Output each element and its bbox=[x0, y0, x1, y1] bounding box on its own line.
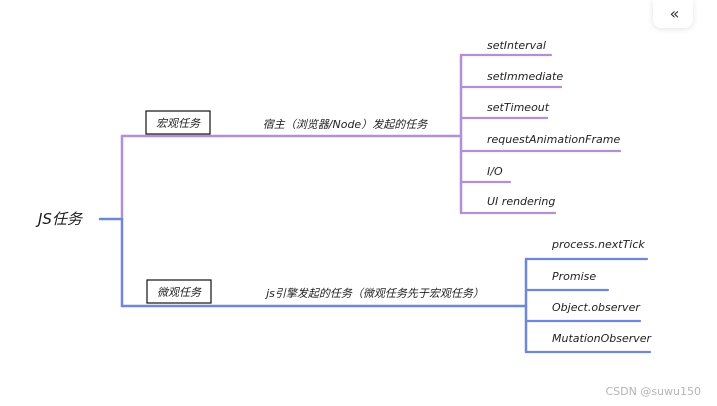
collapse-panel-button[interactable]: « bbox=[653, 0, 693, 28]
root-node-label[interactable]: JS任务 bbox=[35, 210, 84, 228]
watermark: CSDN @suwu150 bbox=[605, 385, 701, 398]
branch-macro-label: 宏观任务 bbox=[156, 117, 201, 130]
branch-micro-edge-label: js引擎发起的任务（微观任务先于宏观任务） bbox=[264, 287, 484, 300]
branch-macro-edge-label: 宿主（浏览器/Node）发起的任务 bbox=[263, 118, 428, 131]
branch-micro-box[interactable] bbox=[146, 279, 212, 304]
micro-child-4[interactable]: MutationObserver bbox=[552, 332, 653, 345]
branch-macro-box[interactable] bbox=[145, 110, 211, 135]
branch-micro: 微观任务 js引擎发起的任务（微观任务先于宏观任务） process.nextT… bbox=[120, 238, 653, 354]
branch-macro: 宏观任务 宿主（浏览器/Node）发起的任务 setInterval setIm… bbox=[120, 39, 622, 215]
micro-child-1[interactable]: process.nextTick bbox=[551, 238, 645, 251]
macro-child-2[interactable]: setImmediate bbox=[487, 70, 563, 83]
micro-child-2[interactable]: Promise bbox=[552, 270, 596, 283]
macro-child-5[interactable]: I/O bbox=[487, 165, 503, 178]
macro-child-1[interactable]: setInterval bbox=[487, 39, 546, 52]
macro-child-3[interactable]: setTimeout bbox=[487, 101, 550, 114]
micro-child-3[interactable]: Object.observer bbox=[552, 301, 641, 314]
macro-child-6[interactable]: UI rendering bbox=[487, 195, 555, 208]
branch-micro-label: 微观任务 bbox=[157, 286, 202, 299]
macro-child-4[interactable]: requestAnimationFrame bbox=[487, 133, 620, 146]
double-chevron-left-icon: « bbox=[669, 4, 680, 23]
